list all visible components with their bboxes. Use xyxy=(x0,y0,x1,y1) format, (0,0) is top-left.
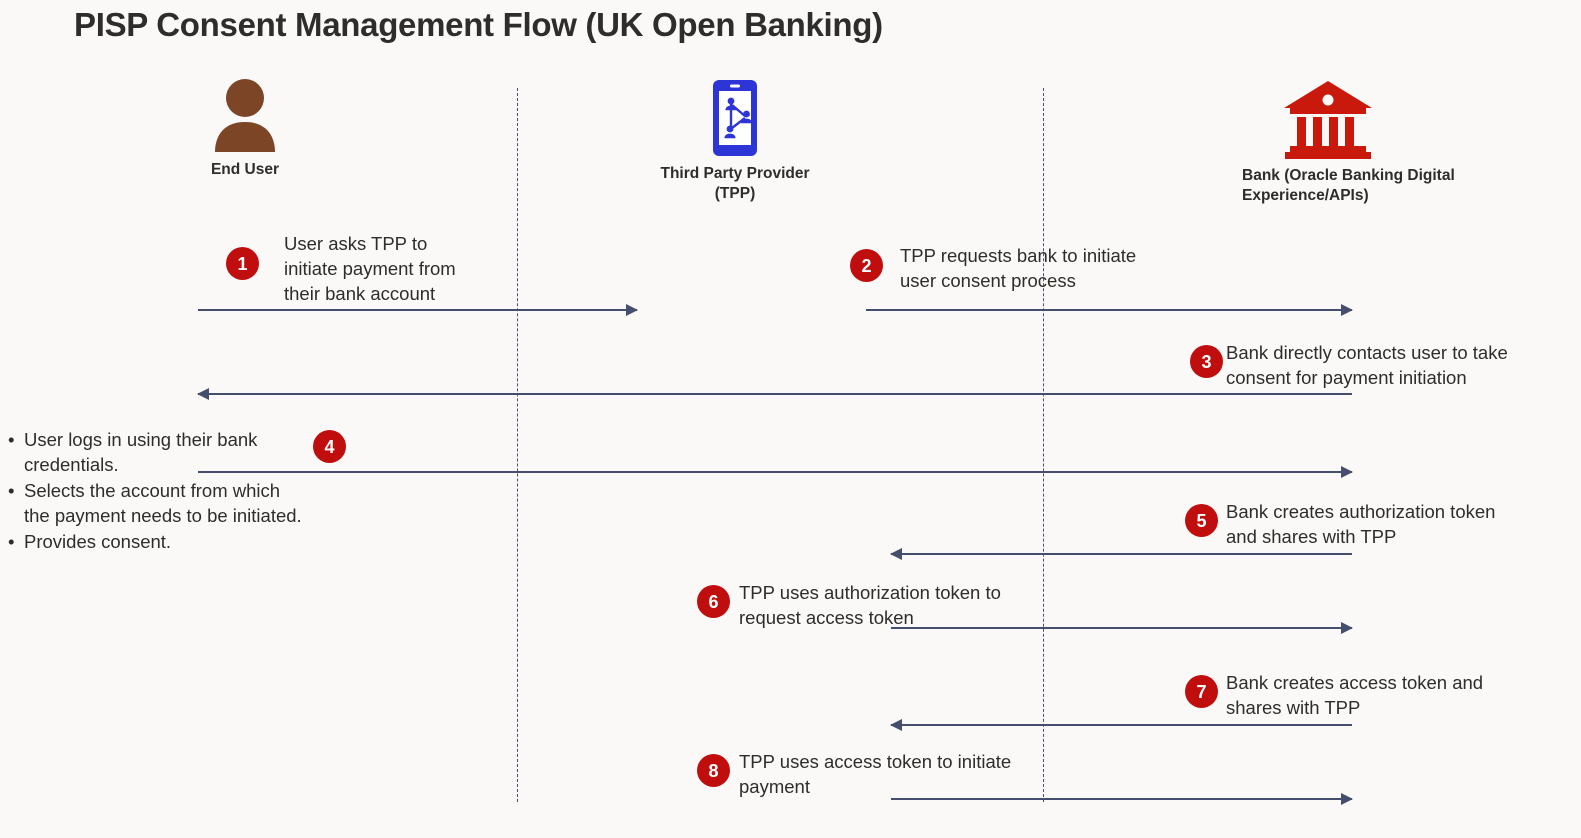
arrow-shaft xyxy=(891,724,1352,726)
step-arrow-8 xyxy=(891,793,1353,805)
step-badge-6: 6 xyxy=(697,585,730,618)
step-badge-3: 3 xyxy=(1190,345,1223,378)
bullet-dot-icon: • xyxy=(8,429,15,450)
step-arrow-7 xyxy=(890,719,1352,731)
step-badge-4: 4 xyxy=(313,430,346,463)
step-arrow-5 xyxy=(890,548,1352,560)
step-caption-1: User asks TPP to initiate payment from t… xyxy=(284,233,456,304)
arrow-shaft xyxy=(198,393,1352,395)
bullet-dot-icon: • xyxy=(8,530,15,552)
arrow-shaft xyxy=(198,471,1352,473)
arrow-head-right-icon xyxy=(1341,304,1353,316)
arrow-head-right-icon xyxy=(1341,793,1353,805)
step-arrow-3 xyxy=(197,388,1352,400)
arrow-head-left-icon xyxy=(197,388,209,400)
bullet-text: Provides consent. xyxy=(24,530,172,552)
step-badge-7: 7 xyxy=(1185,675,1218,708)
step-caption-5: Bank creates authorization token and sha… xyxy=(1226,501,1496,547)
arrow-shaft xyxy=(891,627,1352,629)
step-bullets-4: • User logs in using their bank credenti… xyxy=(8,428,338,556)
bullet-text: Selects the account from which the payme… xyxy=(24,479,302,526)
lifeline-bank xyxy=(1043,88,1044,802)
page-title: PISP Consent Management Flow (UK Open Ba… xyxy=(74,6,883,43)
arrow-shaft xyxy=(198,309,637,311)
step-arrow-4 xyxy=(198,466,1353,478)
step-caption-6: TPP uses authorization token to request … xyxy=(739,582,1001,628)
step-caption-7: Bank creates access token and shares wit… xyxy=(1226,672,1484,718)
step-caption-8: TPP uses access token to initiate paymen… xyxy=(739,751,1012,797)
step-caption-2: TPP requests bank to initiate user conse… xyxy=(900,245,1137,291)
arrow-head-left-icon xyxy=(890,719,902,731)
arrow-shaft xyxy=(891,553,1352,555)
arrow-shaft xyxy=(891,798,1352,800)
step-badge-5: 5 xyxy=(1185,504,1218,537)
step-arrow-2 xyxy=(866,304,1353,316)
lifeline-tpp xyxy=(517,88,518,802)
smartphone-network-icon xyxy=(713,80,757,156)
arrow-head-right-icon xyxy=(1341,466,1353,478)
actor-label-tpp: Third Party Provider (TPP) xyxy=(660,165,810,202)
actor-label-bank: Bank (Oracle Banking Digital Experience/… xyxy=(1242,167,1455,204)
bullet-dot-icon: • xyxy=(8,479,15,501)
arrow-head-right-icon xyxy=(626,304,638,316)
bullet-text: User logs in using their bank credential… xyxy=(24,429,258,475)
list-item: • Provides consent. xyxy=(8,530,338,555)
actor-tpp: Third Party Provider (TPP) xyxy=(640,78,830,204)
arrow-shaft xyxy=(866,309,1352,311)
bank-building-icon xyxy=(1284,81,1372,159)
step-caption-3: Bank directly contacts user to take cons… xyxy=(1226,342,1508,388)
step-badge-8: 8 xyxy=(697,754,730,787)
actor-bank: Bank (Oracle Banking Digital Experience/… xyxy=(1240,78,1520,206)
user-icon xyxy=(215,79,275,152)
list-item: • Selects the account from which the pay… xyxy=(8,479,338,529)
actor-label-end-user: End User xyxy=(210,161,280,178)
arrow-head-left-icon xyxy=(890,548,902,560)
step-arrow-6 xyxy=(891,622,1353,634)
arrow-head-right-icon xyxy=(1341,622,1353,634)
step-arrow-1 xyxy=(198,304,638,316)
step-badge-1: 1 xyxy=(226,247,259,280)
actor-end-user: End User xyxy=(150,78,340,180)
step-badge-2: 2 xyxy=(850,249,883,282)
list-item: • User logs in using their bank credenti… xyxy=(8,428,338,478)
